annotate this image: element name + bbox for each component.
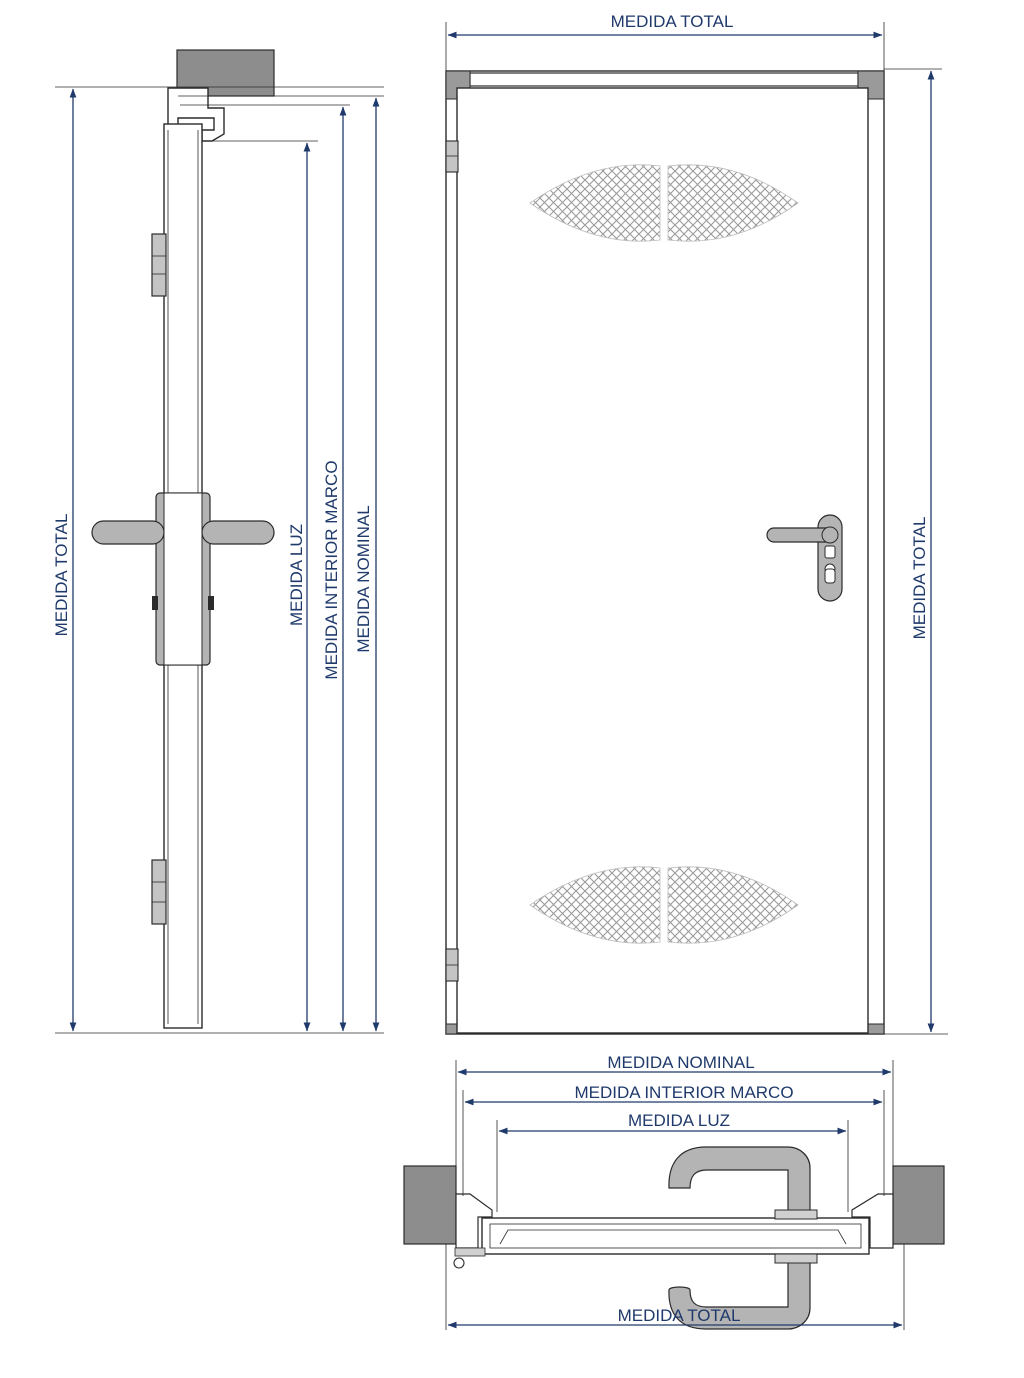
label-side-medida-total: MEDIDA TOTAL <box>52 514 71 637</box>
label-plan-medida-total: MEDIDA TOTAL <box>618 1306 741 1325</box>
vent-grille-top <box>529 164 799 242</box>
side-view-extension-lines <box>55 86 384 1034</box>
door-leaf-front <box>456 87 869 1034</box>
label-side-medida-nominal: MEDIDA NOMINAL <box>354 505 373 652</box>
label-plan-medida-luz: MEDIDA LUZ <box>628 1111 730 1130</box>
label-side-medida-interior-marco: MEDIDA INTERIOR MARCO <box>322 460 341 679</box>
label-plan-medida-nominal: MEDIDA NOMINAL <box>607 1053 754 1072</box>
hinge-top-front <box>445 140 459 173</box>
dimension-lines <box>69 31 935 1329</box>
thumb-turn-icon <box>824 545 836 559</box>
label-plan-medida-interior-marco: MEDIDA INTERIOR MARCO <box>574 1083 793 1102</box>
door-leaf-plan <box>481 1217 870 1255</box>
side-section-view <box>91 49 275 1029</box>
hinge-top-side <box>151 233 167 297</box>
lever-handle-front <box>766 514 843 602</box>
wall-block-right <box>892 1165 945 1245</box>
hinge-bottom-side <box>151 859 167 925</box>
vent-grille-bottom <box>529 866 799 944</box>
frame-foot-right <box>867 1023 885 1035</box>
key-cylinder-icon <box>824 563 836 584</box>
label-side-medida-luz: MEDIDA LUZ <box>287 524 306 626</box>
frame-jamb-right <box>851 1193 894 1249</box>
plan-view-extension-lines <box>445 1060 905 1330</box>
dimension-labels: MEDIDA TOTAL MEDIDA LUZ MEDIDA INTERIOR … <box>52 12 929 1325</box>
front-elevation-view <box>445 70 885 1035</box>
wall-block-left <box>403 1165 457 1245</box>
lever-handle-right <box>201 520 275 545</box>
pull-handle-top <box>668 1146 811 1212</box>
label-front-medida-total-height: MEDIDA TOTAL <box>910 517 929 640</box>
label-front-medida-total-width: MEDIDA TOTAL <box>611 12 734 31</box>
lever-handle-left <box>91 520 165 545</box>
hinge-pin-icon <box>453 1257 465 1269</box>
plan-section-view <box>403 1146 945 1330</box>
frame-head <box>469 72 859 87</box>
front-view-extension-lines <box>445 22 948 1035</box>
